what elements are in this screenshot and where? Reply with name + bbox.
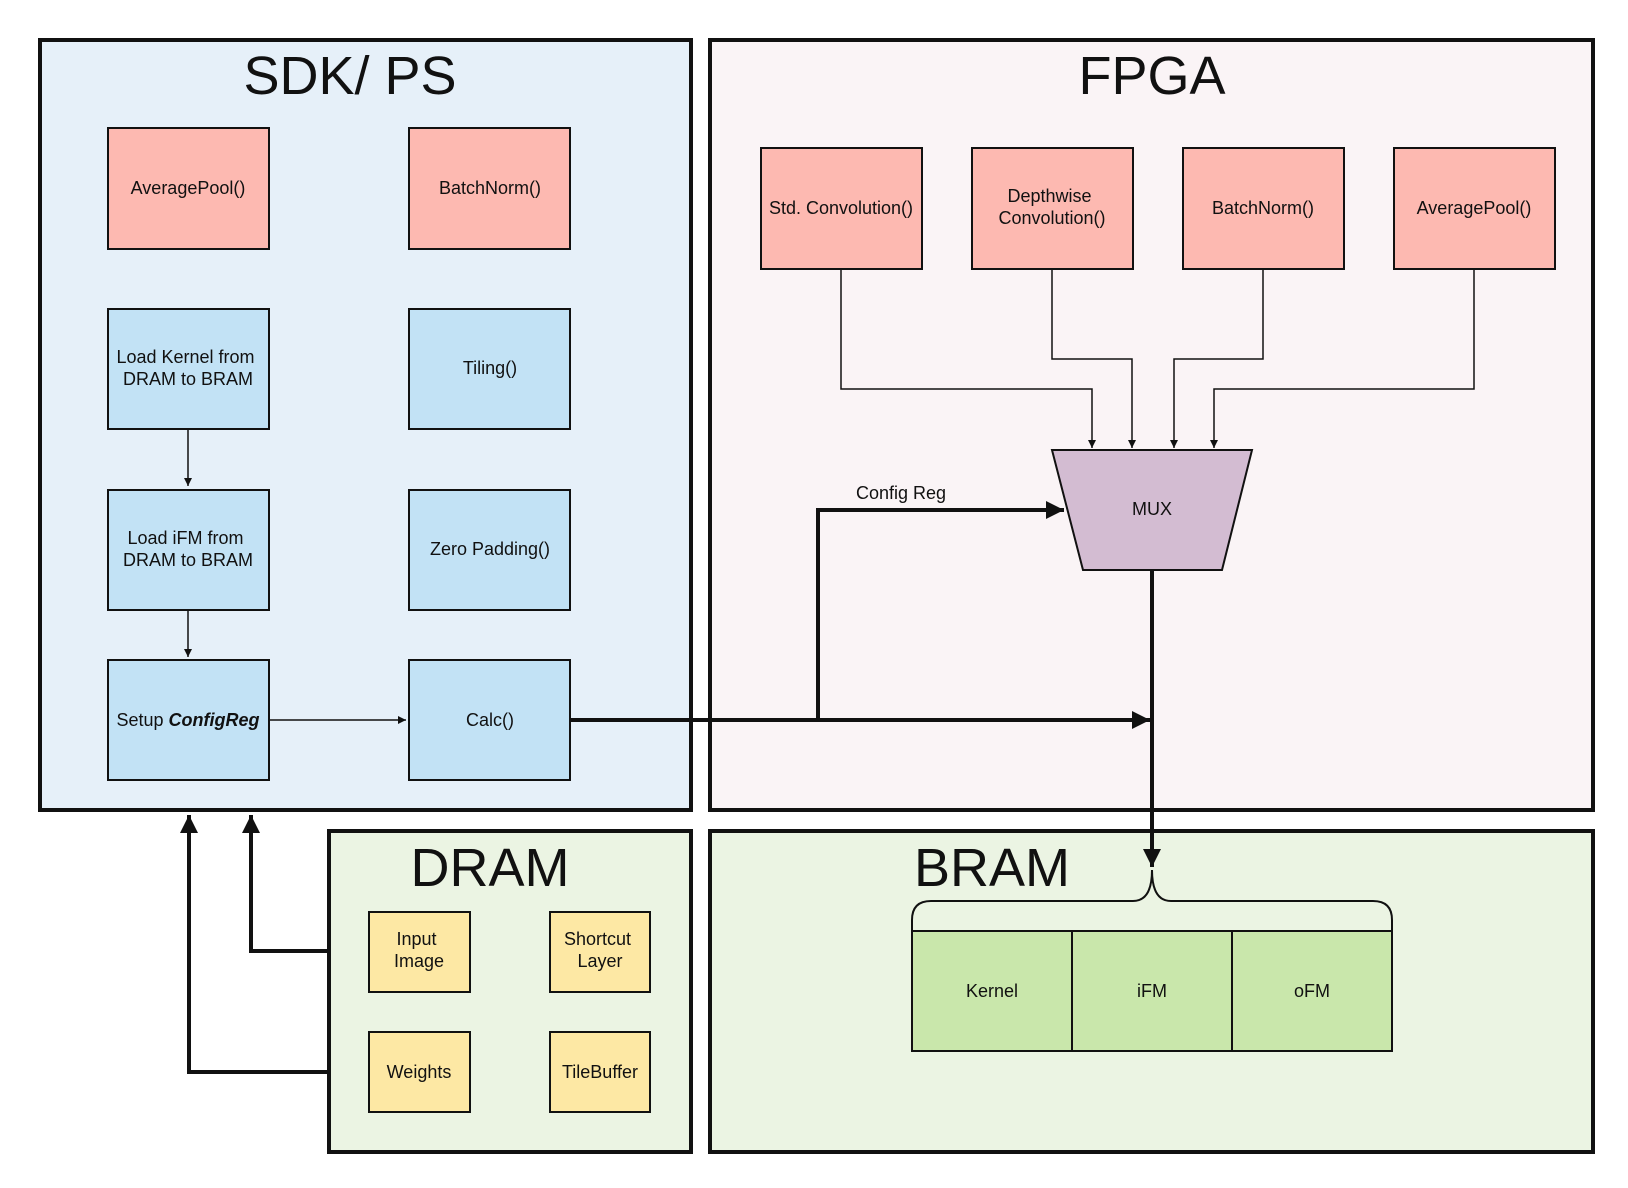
arrow-batchnorm-to-mux xyxy=(1170,269,1264,448)
arrow-weights-to-sdk xyxy=(180,815,329,1074)
tiling-node: Tiling() xyxy=(408,308,571,430)
config-reg-label: Config Reg xyxy=(856,483,946,503)
tilebuffer-label: TileBuffer xyxy=(562,1062,638,1082)
shortcut-layer-label: Shortcut Layer xyxy=(564,929,636,971)
bram-ofm-label: oFM xyxy=(1294,981,1330,1001)
mux-label: MUX xyxy=(1132,499,1172,519)
sdk-averagepool-node: AveragePool() xyxy=(107,127,270,250)
calc-label: Calc() xyxy=(466,710,514,730)
fpga-batchnorm-label: BatchNorm() xyxy=(1212,198,1314,218)
fpga-depthwise-convolution-node: Depthwise Convolution() xyxy=(971,147,1134,270)
arrow-config-reg-to-mux xyxy=(816,501,1064,720)
bram-buffer: Kernel iFM oFM xyxy=(911,930,1393,1052)
load-ifm-label: Load iFM from DRAM to BRAM xyxy=(123,528,253,570)
sdk-batchnorm-node: BatchNorm() xyxy=(408,127,571,250)
setup-configreg-label: Setup ConfigReg xyxy=(116,710,259,730)
sdk-ps-title: SDK/ PS xyxy=(243,46,456,106)
bram-title: BRAM xyxy=(914,838,1070,898)
fpga-averagepool-label: AveragePool() xyxy=(1417,198,1532,218)
shortcut-layer-node: Shortcut Layer xyxy=(549,911,651,993)
setup-prefix: Setup xyxy=(116,710,168,730)
configreg-emphasis: ConfigReg xyxy=(169,710,260,730)
mux-node: MUX xyxy=(1050,449,1254,571)
calc-node: Calc() xyxy=(408,659,571,781)
tilebuffer-node: TileBuffer xyxy=(549,1031,651,1113)
bram-kernel-label: Kernel xyxy=(966,981,1018,1001)
input-image-node: Input Image xyxy=(368,911,471,993)
setup-configreg-node: Setup ConfigReg xyxy=(107,659,270,781)
arrow-stdconv-to-mux xyxy=(840,269,1096,448)
bram-curly-brace xyxy=(911,869,1393,931)
arrow-input-image-to-sdk xyxy=(242,815,329,953)
bram-cell-kernel xyxy=(911,930,1073,1052)
arrow-depthwise-to-mux xyxy=(1051,269,1136,448)
fpga-depthwise-convolution-label: Depthwise Convolution() xyxy=(998,186,1105,228)
fpga-title: FPGA xyxy=(1078,46,1225,106)
bram-cell-ofm xyxy=(1231,930,1393,1052)
tiling-label: Tiling() xyxy=(463,358,517,378)
fpga-std-convolution-node: Std. Convolution() xyxy=(760,147,923,270)
bram-cell-ifm xyxy=(1071,930,1233,1052)
load-kernel-node: Load Kernel from DRAM to BRAM xyxy=(107,308,270,430)
input-image-label: Input Image xyxy=(394,929,444,971)
fpga-batchnorm-node: BatchNorm() xyxy=(1182,147,1345,270)
bram-ifm-label: iFM xyxy=(1137,981,1167,1001)
arrow-averagepool-to-mux xyxy=(1210,269,1475,448)
zero-padding-label: Zero Padding() xyxy=(430,539,550,559)
fpga-std-convolution-label: Std. Convolution() xyxy=(769,198,913,218)
zero-padding-node: Zero Padding() xyxy=(408,489,571,611)
weights-label: Weights xyxy=(387,1062,452,1082)
weights-node: Weights xyxy=(368,1031,471,1113)
load-kernel-label: Load Kernel from DRAM to BRAM xyxy=(116,347,259,389)
dram-title: DRAM xyxy=(411,838,570,898)
connectors xyxy=(180,269,1475,1074)
sdk-batchnorm-label: BatchNorm() xyxy=(439,178,541,198)
sdk-averagepool-label: AveragePool() xyxy=(131,178,246,198)
load-ifm-node: Load iFM from DRAM to BRAM xyxy=(107,489,270,611)
fpga-averagepool-node: AveragePool() xyxy=(1393,147,1556,270)
